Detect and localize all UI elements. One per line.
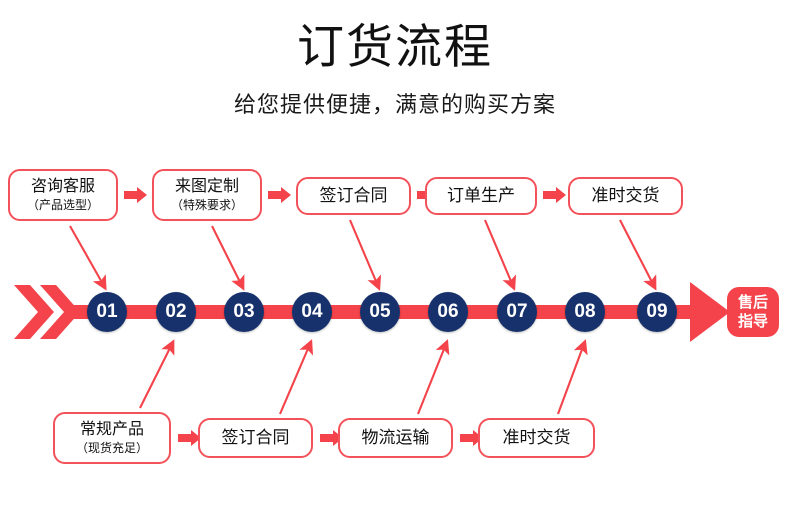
top-step-box-4-line1: 订单生产 — [447, 186, 515, 205]
top-connector-arrow-4 — [543, 191, 557, 199]
top-step-box-1-line2: （产品选型） — [26, 198, 99, 212]
bottom-step-box-1-line2: （现货充足） — [75, 441, 148, 455]
step-circle-05[interactable]: 05 — [360, 292, 400, 332]
top-step-box-5[interactable]: 准时交货 — [568, 177, 683, 215]
step-circle-06-label: 06 — [437, 301, 459, 322]
step-circle-04-label: 04 — [301, 301, 323, 322]
step-circle-03-label: 03 — [233, 301, 255, 322]
double-chevron-right-icon — [14, 283, 80, 341]
top-step-box-1[interactable]: 咨询客服 （产品选型） — [8, 169, 118, 221]
connector-top-5 — [619, 219, 657, 291]
bottom-step-box-2-line1: 签订合同 — [221, 428, 290, 447]
connector-top-4 — [484, 219, 517, 291]
connector-bottom-2 — [279, 339, 314, 415]
top-step-box-3[interactable]: 签订合同 — [296, 177, 411, 215]
connector-bottom-1 — [139, 339, 175, 409]
step-circle-08-label: 08 — [574, 301, 596, 322]
top-step-box-3-line1: 签订合同 — [319, 186, 388, 205]
step-circle-09[interactable]: 09 — [637, 292, 677, 332]
after-sales-badge-line1: 售后 — [737, 294, 768, 311]
page-subtitle: 给您提供便捷，满意的购买方案 — [233, 92, 556, 117]
step-circle-01[interactable]: 01 — [87, 292, 127, 332]
bottom-step-box-4-line1: 准时交货 — [502, 428, 571, 447]
page-title: 订货流程 — [297, 20, 493, 73]
bottom-step-box-1-line1: 常规产品 — [79, 421, 144, 438]
bottom-step-box-2[interactable]: 签订合同 — [198, 418, 313, 458]
step-circle-02-label: 02 — [165, 301, 187, 322]
bottom-connector-arrow-1 — [178, 434, 192, 442]
bottom-step-box-3-line1: 物流运输 — [361, 428, 430, 447]
step-circle-03[interactable]: 03 — [224, 292, 264, 332]
page-header: 订货流程 给您提供便捷，满意的购买方案 — [0, 0, 790, 120]
top-step-box-5-line1: 准时交货 — [591, 186, 660, 205]
top-step-box-2-line1: 来图定制 — [174, 178, 239, 195]
step-circle-07-label: 07 — [506, 301, 528, 322]
bottom-step-box-4[interactable]: 准时交货 — [478, 418, 595, 458]
step-circle-02[interactable]: 02 — [156, 292, 196, 332]
bottom-connector-arrow-2 — [320, 434, 334, 442]
step-circle-06[interactable]: 06 — [428, 292, 468, 332]
step-circle-07[interactable]: 07 — [497, 292, 537, 332]
step-circle-05-label: 05 — [369, 301, 391, 322]
after-sales-badge[interactable]: 售后 指导 — [727, 287, 779, 337]
top-connector-arrow-1 — [124, 191, 138, 199]
after-sales-badge-line2: 指导 — [737, 313, 768, 330]
step-circle-04[interactable]: 04 — [292, 292, 332, 332]
top-connector-arrow-3 — [417, 191, 431, 199]
step-circle-08[interactable]: 08 — [565, 292, 605, 332]
top-step-box-4[interactable]: 订单生产 — [425, 177, 537, 215]
step-circle-09-label: 09 — [646, 301, 668, 322]
step-circle-01-label: 01 — [96, 301, 118, 322]
connector-top-3 — [349, 219, 382, 291]
connector-top-1 — [69, 225, 107, 291]
top-step-box-2-line2: （特殊要求） — [170, 198, 243, 212]
top-step-box-2[interactable]: 来图定制 （特殊要求） — [152, 169, 262, 221]
timeline-end-arrow-icon — [690, 282, 730, 342]
bottom-step-box-3[interactable]: 物流运输 — [338, 418, 453, 458]
connector-bottom-3 — [417, 339, 450, 415]
connector-top-2 — [211, 225, 245, 291]
connector-bottom-4 — [557, 339, 588, 415]
top-connector-arrow-2 — [268, 191, 282, 199]
bottom-step-box-1[interactable]: 常规产品 （现货充足） — [53, 412, 171, 464]
bottom-connector-arrow-3 — [460, 434, 474, 442]
top-step-box-1-line1: 咨询客服 — [30, 178, 95, 195]
